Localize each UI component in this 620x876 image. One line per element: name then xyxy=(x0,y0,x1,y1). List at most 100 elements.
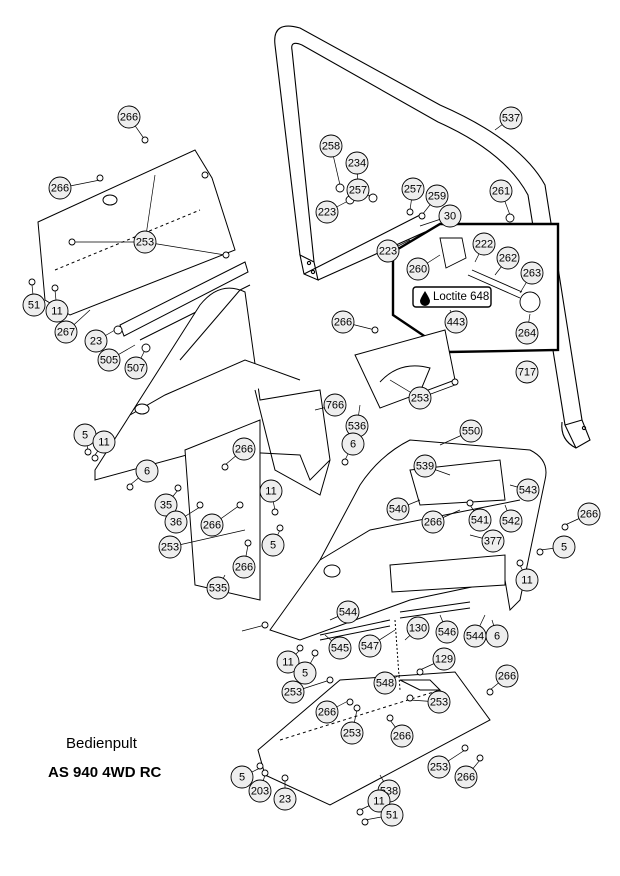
callout-balloon xyxy=(496,246,520,270)
callout-balloon xyxy=(22,293,46,317)
callout-number: 129 xyxy=(435,654,453,666)
callout-number: 36 xyxy=(170,517,182,529)
callout-balloon xyxy=(92,430,116,454)
callout-balloon xyxy=(485,624,509,648)
callout-number: 266 xyxy=(235,562,253,574)
callout-number: 260 xyxy=(409,264,427,276)
callout-balloon xyxy=(408,386,432,410)
upper-cover-plate xyxy=(37,149,236,316)
callout-5: 5 xyxy=(293,661,317,685)
callout-balloon xyxy=(489,179,513,203)
callout-balloon xyxy=(331,310,355,334)
callout-548: 548 xyxy=(373,671,397,695)
callout-balloon xyxy=(390,724,414,748)
callout-number: 266 xyxy=(457,772,475,784)
callout-234: 234 xyxy=(345,151,369,175)
callout-balloon xyxy=(346,178,370,202)
callout-number: 5 xyxy=(561,542,567,554)
callout-balloon xyxy=(319,134,343,158)
callout-number: 766 xyxy=(326,400,344,412)
callout-number: 266 xyxy=(498,671,516,683)
callout-number: 267 xyxy=(57,327,75,339)
callout-number: 505 xyxy=(100,355,118,367)
callout-balloon xyxy=(315,200,339,224)
callout-number: 377 xyxy=(484,536,502,548)
callout-266: 266 xyxy=(48,176,72,200)
callout-number: 263 xyxy=(523,268,541,280)
callout-number: 266 xyxy=(424,517,442,529)
callout-balloon xyxy=(438,204,462,228)
callout-balloon xyxy=(117,105,141,129)
callout-number: 23 xyxy=(90,336,102,348)
callout-number: 266 xyxy=(393,731,411,743)
callout-number: 257 xyxy=(349,185,367,197)
callout-balloon xyxy=(164,510,188,534)
callout-261: 261 xyxy=(489,179,513,203)
callout-number: 130 xyxy=(409,623,427,635)
callout-262: 262 xyxy=(496,246,520,270)
callout-541: 541 xyxy=(468,508,492,532)
callout-539: 539 xyxy=(413,454,437,478)
callout-number: 203 xyxy=(251,786,269,798)
callout-balloon xyxy=(315,700,339,724)
callout-balloon xyxy=(468,508,492,532)
callout-544: 544 xyxy=(336,600,360,624)
side-plate-535 xyxy=(184,419,261,601)
callout-258: 258 xyxy=(319,134,343,158)
callout-266: 266 xyxy=(232,437,256,461)
callout-5: 5 xyxy=(261,533,285,557)
callout-number: 5 xyxy=(82,430,88,442)
callout-balloon xyxy=(481,529,505,553)
callout-balloon xyxy=(158,535,182,559)
callout-balloon xyxy=(273,787,297,811)
callout-number: 544 xyxy=(339,607,357,619)
callout-number: 536 xyxy=(348,421,366,433)
callout-6: 6 xyxy=(135,459,159,483)
callout-balloon xyxy=(248,779,272,803)
callout-266: 266 xyxy=(117,105,141,129)
callout-542: 542 xyxy=(499,509,523,533)
callout-number: 253 xyxy=(430,697,448,709)
callout-number: 550 xyxy=(462,426,480,438)
callout-253: 253 xyxy=(281,680,305,704)
callout-203: 203 xyxy=(248,779,272,803)
callout-balloon xyxy=(472,232,496,256)
callout-balloon xyxy=(427,690,451,714)
callout-257: 257 xyxy=(346,178,370,202)
callout-number: 6 xyxy=(494,631,500,643)
callout-6: 6 xyxy=(485,624,509,648)
callout-number: 546 xyxy=(438,627,456,639)
callout-balloon xyxy=(515,360,539,384)
callout-number: 543 xyxy=(519,485,537,497)
callout-266: 266 xyxy=(315,700,339,724)
callout-balloon xyxy=(515,568,539,592)
callout-223: 223 xyxy=(376,239,400,263)
callout-number: 51 xyxy=(386,810,398,822)
callout-number: 261 xyxy=(492,186,510,198)
callout-balloon xyxy=(276,650,300,674)
callout-number: 259 xyxy=(428,191,446,203)
callout-balloon xyxy=(97,348,121,372)
callout-11: 11 xyxy=(92,430,116,454)
callout-223: 223 xyxy=(315,200,339,224)
callout-717: 717 xyxy=(515,360,539,384)
callout-550: 550 xyxy=(459,419,483,443)
callout-number: 266 xyxy=(51,183,69,195)
callout-259: 259 xyxy=(425,184,449,208)
callout-253: 253 xyxy=(133,230,157,254)
callout-number: 11 xyxy=(521,575,532,587)
callout-number: 223 xyxy=(318,207,336,219)
callout-number: 541 xyxy=(471,515,489,527)
callout-536: 536 xyxy=(345,414,369,438)
callout-balloon xyxy=(413,454,437,478)
callout-number: 539 xyxy=(416,461,434,473)
callout-11: 11 xyxy=(259,479,283,503)
callout-253: 253 xyxy=(408,386,432,410)
callout-balloon xyxy=(54,320,78,344)
callout-546: 546 xyxy=(435,620,459,644)
callout-number: 266 xyxy=(334,317,352,329)
callout-number: 23 xyxy=(279,794,291,806)
callout-number: 253 xyxy=(343,728,361,740)
callout-443: 443 xyxy=(444,310,468,334)
callout-balloon xyxy=(200,513,224,537)
